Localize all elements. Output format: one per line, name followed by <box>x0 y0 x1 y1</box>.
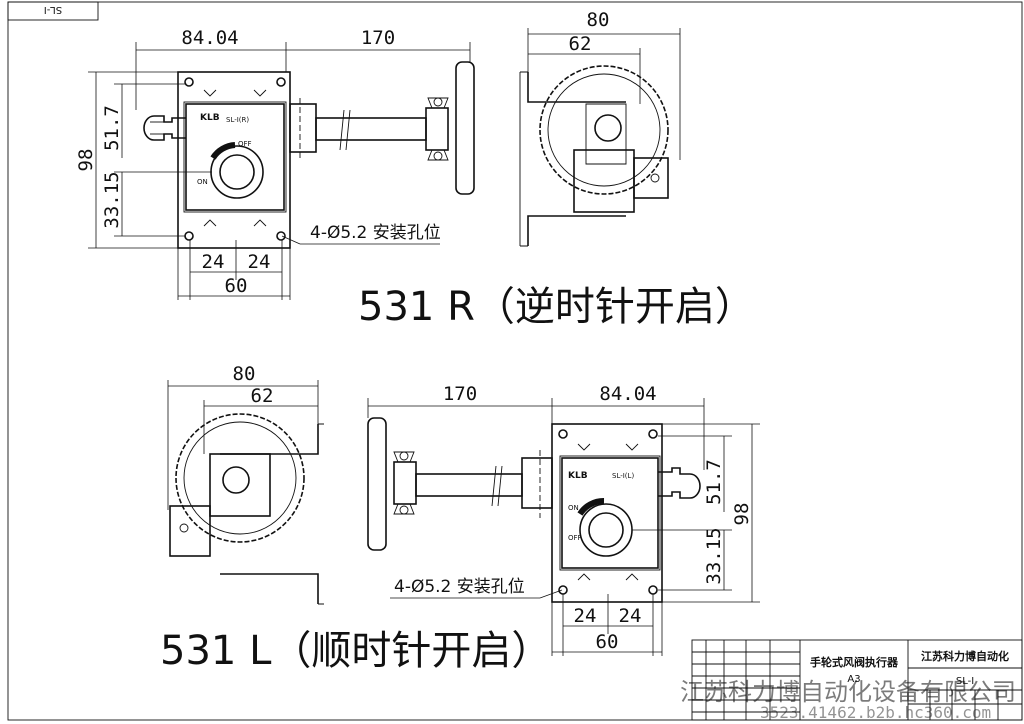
mount-hole-l4 <box>648 585 658 595</box>
dim-hole-a-r: 24 <box>202 251 225 273</box>
dim-upper-r: 51.7 <box>101 105 123 151</box>
dim-height-l: 98 <box>731 503 753 526</box>
housing-r <box>185 103 285 211</box>
mount-hole-l2 <box>648 429 658 439</box>
company-name: 江苏科力博自动化 <box>921 649 1009 663</box>
dim-height-r: 98 <box>75 149 97 172</box>
dim-width-l: 84.04 <box>599 383 656 405</box>
watermark-site: 3523.41462.b2b.hc360.com <box>760 703 991 722</box>
shaft-collar-l <box>521 457 553 509</box>
on-label-r: ON <box>197 178 208 186</box>
hole-note-l: 4-Ø5.2 安装孔位 <box>394 577 525 597</box>
drawing-frame <box>7 1 1023 721</box>
title-r: 531 R（逆时针开启） <box>358 284 755 330</box>
dim-lower-r: 33.15 <box>101 171 123 228</box>
dim-hole-b-r: 24 <box>248 251 271 273</box>
side-inner-r: 62 <box>569 33 592 55</box>
handwheel-l <box>367 417 387 551</box>
model-label-l: SL-I(L) <box>612 472 634 480</box>
view-l-side: 80 62 <box>167 363 324 605</box>
on-label-l: ON <box>568 504 579 512</box>
mount-hole-r3 <box>184 231 194 241</box>
dim-shaft-l: 170 <box>443 383 477 405</box>
shaft-collar-r <box>289 103 317 153</box>
model-label-r: SL-I(R) <box>226 116 249 124</box>
mount-hole-l1 <box>558 429 568 439</box>
handwheel-r <box>455 61 475 195</box>
off-label-r: OFF <box>238 140 252 148</box>
title-l: 531 L（顺时针开启） <box>160 628 551 674</box>
handwheel-side-l <box>175 413 305 543</box>
side-outer-l: 80 <box>233 363 256 385</box>
shaft-l <box>415 473 523 497</box>
dim-hole-b-l: 24 <box>619 605 642 627</box>
logo-l: KLB <box>568 471 588 481</box>
bracket-side-l <box>209 453 271 517</box>
mount-hole-r1 <box>184 77 194 87</box>
side-outer-r: 80 <box>587 9 610 31</box>
dims-l: 170 84.04 98 51.7 33.15 24 24 60 4-Ø5.2 … <box>367 383 760 656</box>
dim-base-l: 60 <box>596 631 619 653</box>
sheet-size: A3 <box>847 674 860 685</box>
dims-r: 84.04 170 98 51.7 33.15 24 24 60 4-Ø5.2 … <box>75 27 471 300</box>
shaft-r <box>315 117 427 141</box>
view-l-front: KLB SL-I(L) OFF ON <box>367 417 701 603</box>
mounting-plate-l <box>551 423 663 603</box>
corner-tag: SL-I <box>44 4 62 15</box>
dim-base-r: 60 <box>225 275 248 297</box>
side-inner-l: 62 <box>251 385 274 407</box>
dim-hole-a-l: 24 <box>574 605 597 627</box>
dial-l <box>579 503 633 557</box>
watermark-company: 江苏科力博自动化设备有限公司 <box>680 678 1016 706</box>
dim-shaft-r: 170 <box>361 27 395 49</box>
mount-hole-r4 <box>276 231 286 241</box>
bracket-side-r <box>573 149 635 213</box>
mount-hole-r2 <box>276 77 286 87</box>
mount-hole-l3 <box>558 585 568 595</box>
view-r-front: KLB SL-I(R) OFF ON <box>143 61 475 249</box>
title-block: 手轮式风阀执行器 A3 江苏科力博自动化 SL-I <box>691 639 1023 721</box>
cable-gland-r <box>143 115 186 141</box>
housing-l <box>561 457 659 569</box>
logo-r: KLB <box>200 113 220 123</box>
cable-gland-l <box>658 467 701 499</box>
handwheel-side-r <box>539 65 669 195</box>
product-name: 手轮式风阀执行器 <box>810 655 899 669</box>
view-r-side: 80 62 <box>519 9 681 247</box>
dim-upper-l: 51.7 <box>703 459 725 505</box>
dim-width-r: 84.04 <box>181 27 238 49</box>
mounting-plate-r <box>177 71 291 249</box>
drawing-number: SL-I <box>956 676 974 687</box>
hole-note-r: 4-Ø5.2 安装孔位 <box>310 223 441 243</box>
off-label-l: OFF <box>568 534 582 542</box>
dim-lower-l: 33.15 <box>703 527 725 584</box>
corner-tag-box <box>7 1 99 21</box>
